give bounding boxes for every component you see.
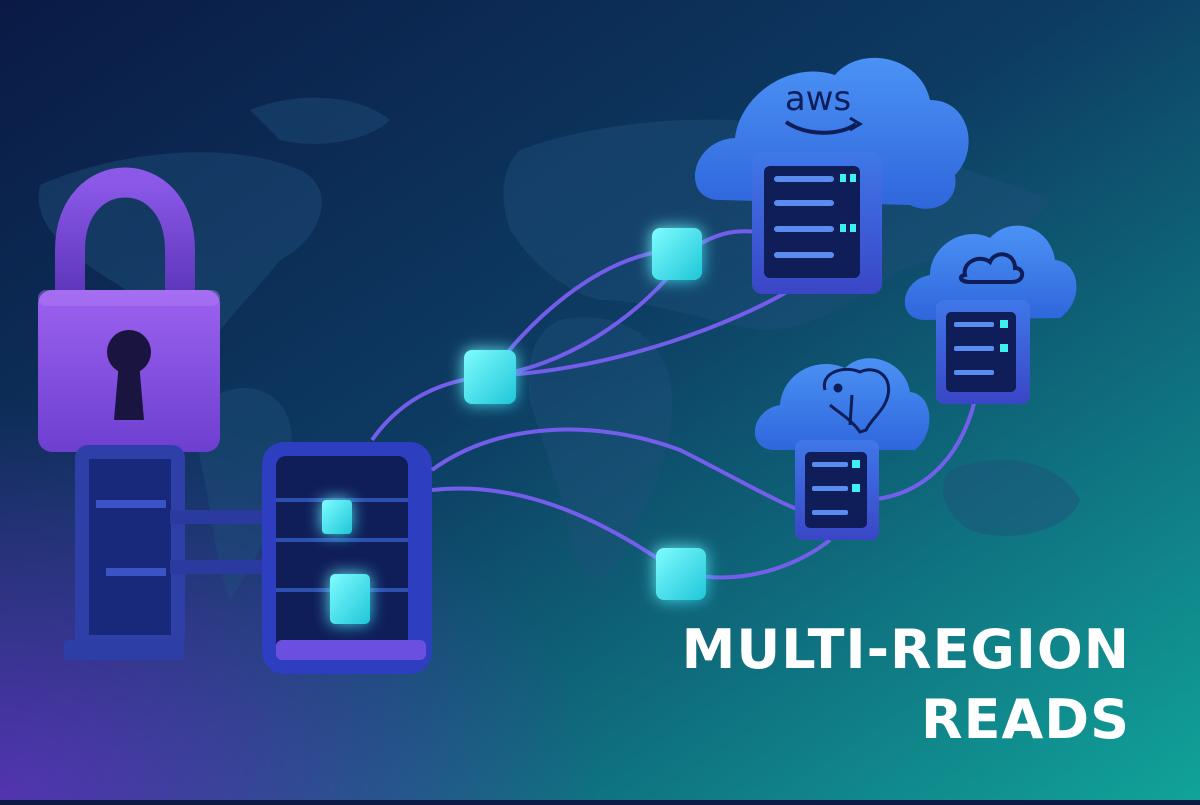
server-rack-icon [795,440,879,540]
postgres-elephant-icon [822,367,891,434]
path-cubes [464,228,706,600]
data-cube-icon [656,548,706,600]
server-rack-icon [936,300,1030,404]
headline: MULTI-REGION READS [682,615,1130,755]
data-cube-icon [652,228,702,280]
padlock-icon [38,167,220,452]
data-cube-icon [322,500,352,534]
data-cube-icon [330,574,370,624]
lock-stand [75,445,185,649]
database-panel-icon [262,442,432,674]
postgres-cloud [754,358,930,450]
headline-line-1: MULTI-REGION [681,618,1130,681]
data-cube-icon [464,350,516,404]
aws-logo-text: aws [785,79,851,119]
lock-stand-rails [64,500,270,660]
headline-line-2: READS [921,688,1130,751]
keyhole-icon [107,330,151,420]
server-rack-icon [752,152,882,294]
cloud-sync-icon [904,225,1077,320]
